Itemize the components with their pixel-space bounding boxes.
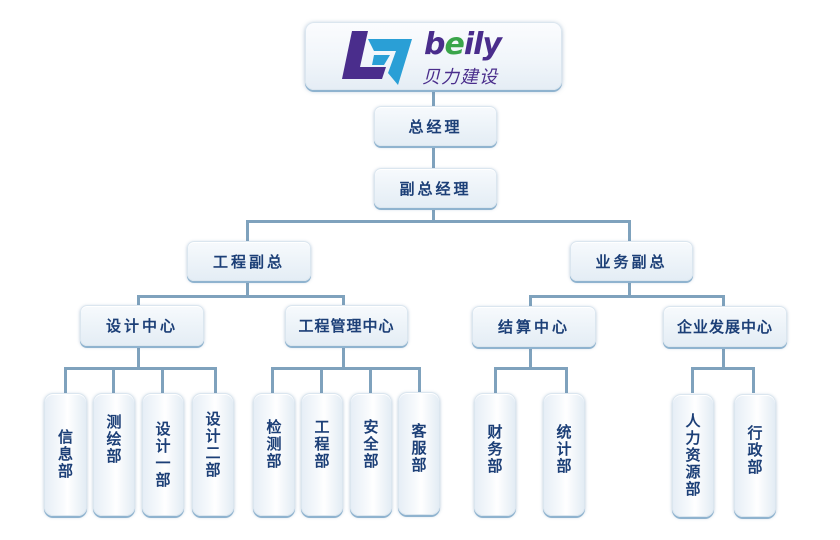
connector — [112, 367, 115, 393]
connector — [342, 346, 345, 368]
node-department[interactable]: 人力资源部 — [672, 394, 714, 517]
connector — [369, 367, 372, 393]
node-department[interactable]: 统计部 — [543, 393, 585, 516]
node-deputy-general-manager[interactable]: 副总经理 — [374, 168, 497, 208]
node-department[interactable]: 设计二部 — [192, 393, 234, 516]
connector — [691, 367, 694, 393]
node-department[interactable]: 信息部 — [44, 393, 87, 516]
connector — [529, 346, 532, 368]
node-department[interactable]: 行政部 — [734, 394, 776, 517]
connector — [161, 367, 164, 393]
connector — [529, 295, 532, 306]
connector — [691, 367, 755, 370]
connector — [722, 295, 725, 306]
node-engineering-vp[interactable]: 工程副总 — [187, 241, 311, 281]
node-department[interactable]: 安全部 — [350, 393, 392, 516]
node-settlement-center[interactable]: 结算中心 — [472, 306, 596, 347]
node-general-manager[interactable]: 总经理 — [374, 106, 497, 146]
connector — [529, 295, 724, 298]
connector — [137, 295, 345, 298]
connector — [494, 367, 497, 393]
connector — [432, 146, 435, 169]
logo-brand-text: beily — [424, 27, 502, 62]
connector — [246, 281, 249, 297]
node-department[interactable]: 财务部 — [474, 393, 516, 516]
connector — [271, 367, 421, 370]
node-department[interactable]: 设计一部 — [142, 393, 184, 516]
logo-chinese-name: 贝力建设 — [422, 67, 498, 88]
node-department[interactable]: 工程部 — [301, 393, 343, 516]
company-logo: beily 贝力建设 — [305, 22, 562, 90]
node-engineering-management-center[interactable]: 工程管理中心 — [285, 305, 408, 346]
connector — [271, 367, 274, 393]
connector — [137, 346, 140, 368]
connector — [246, 220, 631, 223]
connector — [214, 367, 217, 393]
connector — [722, 347, 725, 368]
node-enterprise-development-center[interactable]: 企业发展中心 — [663, 306, 787, 347]
connector — [565, 367, 568, 393]
node-business-vp[interactable]: 业务副总 — [570, 241, 693, 281]
connector — [246, 220, 249, 242]
connector — [342, 295, 345, 306]
connector — [432, 90, 435, 107]
connector — [64, 367, 217, 370]
node-department[interactable]: 客服部 — [398, 392, 440, 515]
node-design-center[interactable]: 设计中心 — [80, 305, 204, 346]
connector — [418, 367, 421, 393]
node-department[interactable]: 检测部 — [253, 393, 295, 516]
connector — [752, 367, 755, 393]
connector — [137, 295, 140, 306]
connector — [432, 208, 435, 222]
connector — [320, 367, 323, 393]
connector — [628, 220, 631, 242]
connector — [64, 367, 67, 393]
logo-mark-icon — [342, 31, 412, 85]
node-department[interactable]: 测绘部 — [93, 393, 135, 516]
connector — [628, 281, 631, 297]
connector — [494, 367, 568, 370]
